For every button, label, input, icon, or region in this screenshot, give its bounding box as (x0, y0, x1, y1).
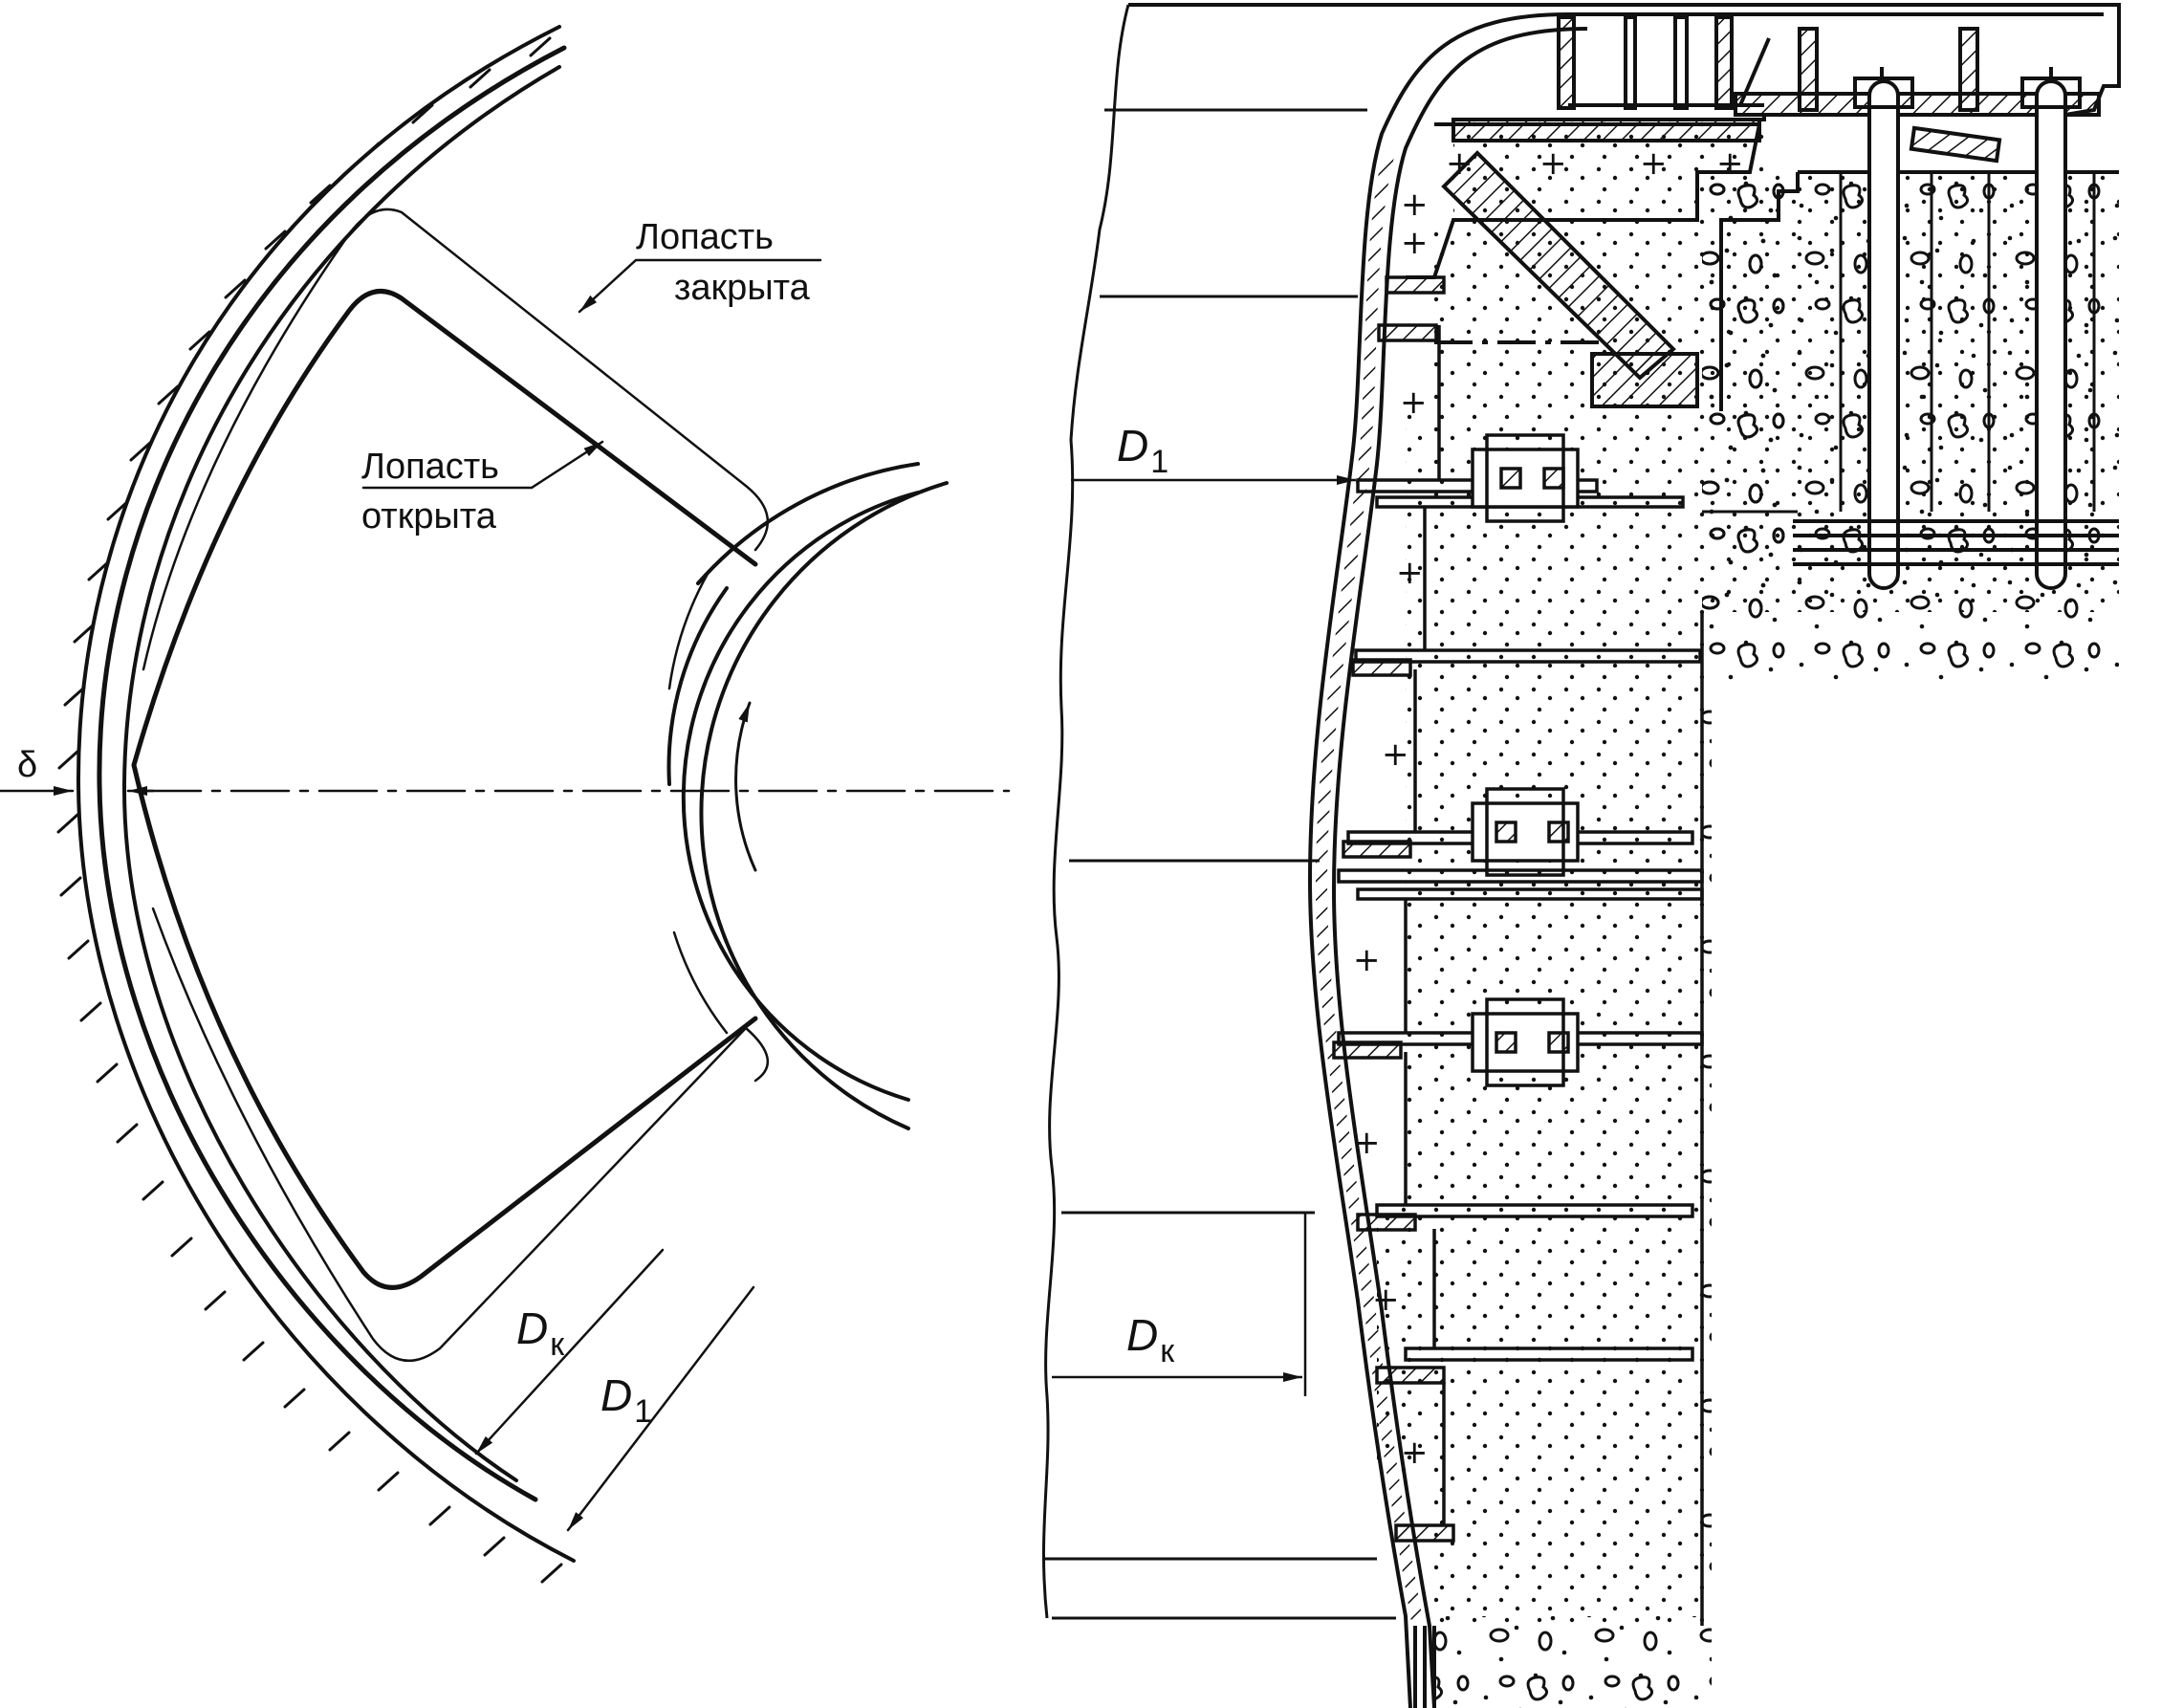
label-d1-right-sub: 1 (1150, 444, 1168, 480)
label-dk-left-sub: к (550, 1326, 565, 1363)
rotation-arrow-icon (734, 701, 757, 872)
dim-d1-left (566, 1285, 755, 1532)
concrete-top-band (1798, 172, 2119, 512)
head-cover (1128, 3, 2121, 411)
blade-closed-outline (142, 208, 770, 1363)
chamber-wall-outer (76, 25, 576, 1563)
chamber-liner-outer (1307, 12, 1569, 1708)
hub-seal-arc-2 (667, 572, 729, 1035)
label-blade-open-2: открыта (361, 496, 497, 536)
vertical-ribs (1404, 325, 1704, 1626)
label-blade-closed-1: Лопасть (636, 217, 774, 257)
hub-outer-arc (699, 481, 949, 1130)
leader-blade-open (361, 440, 604, 490)
label-dk-left: Dк (516, 1303, 565, 1363)
label-dk-left-main: D (516, 1303, 548, 1353)
dim-dk-left (474, 1248, 665, 1456)
plus-icon: + (1353, 941, 1381, 979)
plan-view (0, 25, 1011, 1584)
label-d1-right: D1 (1117, 421, 1168, 480)
draft-tube-liner (1413, 1626, 1436, 1708)
plus-icon: + (1446, 144, 1473, 183)
section-view (1041, 3, 2121, 1708)
hub-seal-arc (666, 586, 729, 786)
anchor-bolts (1793, 67, 2119, 590)
section-break-line (1041, 4, 1130, 1619)
concrete-columns (1702, 172, 2096, 514)
plus-icon: + (1382, 735, 1409, 774)
label-d1-left: D1 (600, 1370, 652, 1430)
chamber-wall-hatching (56, 36, 563, 1584)
flange-coupling-1 (1471, 433, 1580, 523)
plus-icon: + (1400, 383, 1428, 422)
chamber-liner-inner (1331, 27, 1588, 1708)
stiffener-rings (1332, 275, 1704, 1543)
plus-icon: + (1401, 224, 1429, 262)
flange-coupling-2 (1471, 787, 1580, 877)
plus-icon: + (1372, 1281, 1400, 1319)
chamber-liner-hatch-strip (1315, 151, 1423, 1623)
label-d1-left-main: D (600, 1370, 632, 1420)
stay-vane-strut (1434, 150, 1699, 408)
blade-open-outline (131, 289, 758, 1290)
label-d1-left-sub: 1 (634, 1393, 652, 1430)
leader-blade-closed (578, 258, 822, 314)
plus-markers: + + + + + + + + + + + + + (1353, 144, 1744, 1472)
plus-icon: + (1401, 1434, 1429, 1472)
hub-outer-arc-2 (696, 462, 920, 585)
flange-coupling-3 (1471, 997, 1580, 1087)
label-dk-right-sub: к (1160, 1333, 1175, 1369)
label-delta: δ (17, 745, 37, 785)
plus-icon: + (1640, 144, 1668, 183)
plus-icon: + (1716, 144, 1744, 183)
label-dk-right: Dк (1126, 1310, 1175, 1369)
label-dk-right-main: D (1126, 1310, 1158, 1360)
plus-icon: + (1396, 554, 1424, 592)
plus-icon: + (1539, 144, 1567, 183)
label-blade-closed-2: закрыта (674, 268, 811, 308)
label-d1-right-main: D (1117, 421, 1148, 471)
chamber-liner (97, 45, 567, 1502)
label-blade-open-1: Лопасть (361, 447, 499, 487)
blade-tip-inner-arc (121, 65, 561, 1482)
hub-body-arc (681, 491, 920, 1102)
plus-icon: + (1353, 1124, 1381, 1162)
plus-icon: + (1401, 186, 1429, 224)
